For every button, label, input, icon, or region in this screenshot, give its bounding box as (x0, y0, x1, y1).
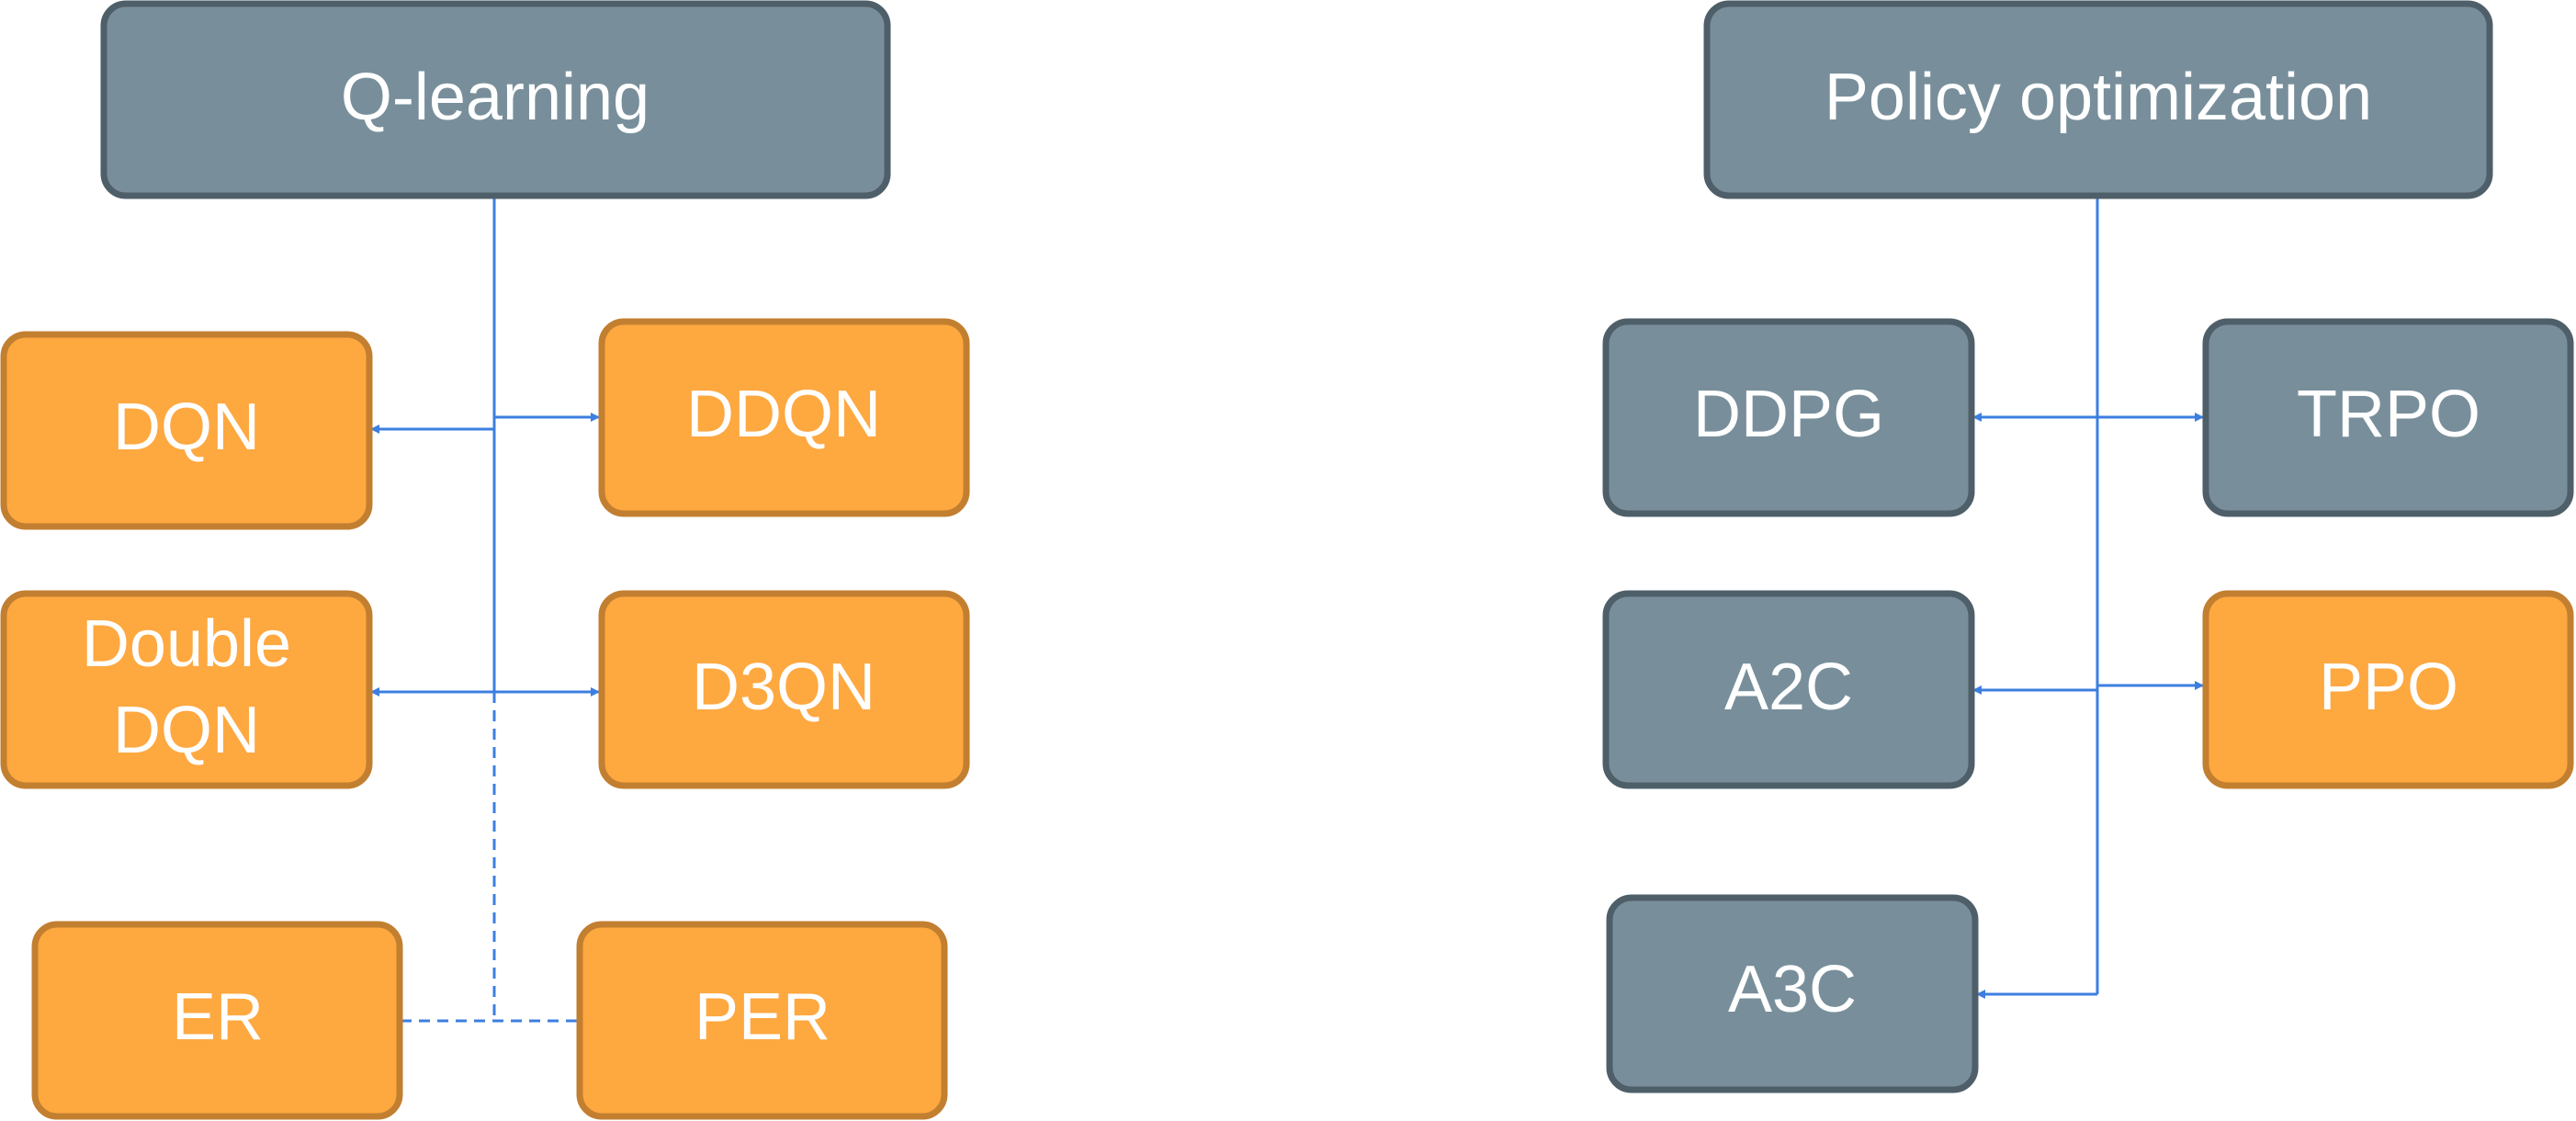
policy-optimization-edges (1972, 197, 2204, 999)
a2c-label: A2C (1724, 651, 1853, 724)
trpo-label: TRPO (2297, 378, 2480, 451)
ddqn-node[interactable]: DDQN (598, 318, 970, 517)
dqn-node[interactable]: DQN (0, 331, 373, 530)
double-dqn-node[interactable]: Double DQN (0, 590, 373, 789)
q-learning-edges (370, 197, 600, 1023)
q-learning-title-node[interactable]: Q-learning (100, 0, 891, 199)
a3c-label: A3C (1728, 953, 1857, 1026)
a3c-node[interactable]: A3C (1606, 894, 1979, 1093)
per-node[interactable]: PER (576, 921, 948, 1120)
policy-optimization-title: Policy optimization (1825, 61, 2372, 134)
policy-optimization-title-node[interactable]: Policy optimization (1703, 0, 2493, 199)
ddqn-label: DDQN (686, 378, 881, 451)
trpo-node[interactable]: TRPO (2202, 318, 2574, 517)
per-label: PER (695, 980, 830, 1054)
double-dqn-label-line1: Double (82, 607, 291, 681)
er-node[interactable]: ER (31, 921, 403, 1120)
policy-optimization-group: Policy optimization DDPG TRPO A2C PPO A3… (1602, 0, 2574, 1093)
a2c-node[interactable]: A2C (1602, 590, 1975, 789)
ppo-node[interactable]: PPO (2202, 590, 2574, 789)
d3qn-label: D3QN (692, 651, 876, 724)
dqn-label: DQN (113, 391, 260, 464)
er-label: ER (172, 980, 264, 1054)
q-learning-title: Q-learning (341, 61, 650, 134)
ddpg-node[interactable]: DDPG (1602, 318, 1975, 517)
double-dqn-label-line2: DQN (113, 694, 260, 767)
ppo-label: PPO (2319, 651, 2458, 724)
q-learning-group: Q-learning DQN DDQN Double DQN D3QN ER P… (0, 0, 970, 1120)
d3qn-node[interactable]: D3QN (598, 590, 970, 789)
ddpg-label: DDPG (1693, 378, 1884, 451)
